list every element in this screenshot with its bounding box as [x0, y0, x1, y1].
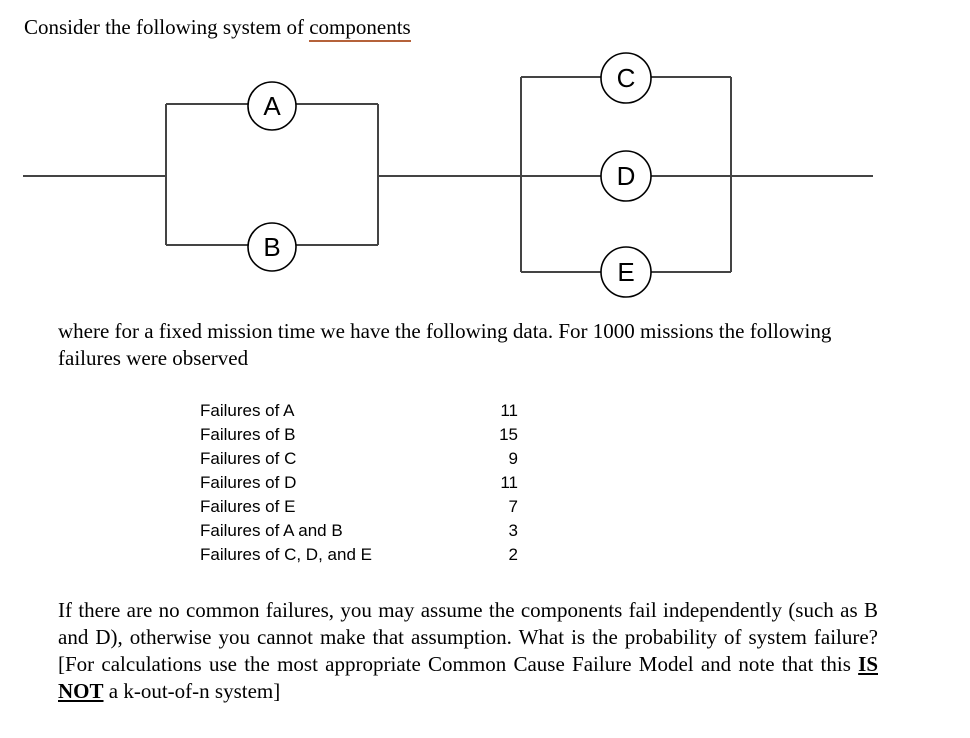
failure-label: Failures of C, D, and E	[200, 545, 372, 564]
component-label-e: E	[617, 257, 634, 287]
component-node-b-circle	[247, 222, 297, 272]
table-row: Failures of C 9	[200, 447, 518, 471]
question-paragraph: If there are no common failures, you may…	[58, 597, 878, 705]
failure-count: 2	[508, 545, 518, 564]
intro-text: Consider the following system of	[24, 15, 310, 39]
failures-table: Failures of A 11 Failures of B 15 Failur…	[200, 399, 518, 567]
failure-label: Failures of C	[200, 449, 297, 468]
failure-count: 3	[508, 521, 518, 540]
component-node-e-circle	[600, 246, 652, 298]
component-node-d-circle	[600, 150, 652, 202]
failure-label: Failures of A	[200, 401, 295, 420]
intro-line: Consider the following system of compone…	[24, 14, 411, 42]
table-row: Failures of A and B 3	[200, 519, 518, 543]
component-label-a: A	[263, 91, 281, 121]
table-row: Failures of C, D, and E 2	[200, 543, 518, 567]
failure-count: 11	[500, 401, 518, 420]
component-label-d: D	[617, 161, 636, 191]
failure-count: 15	[499, 425, 518, 444]
reliability-block-diagram: A B C D E	[0, 40, 970, 320]
component-node-c-circle	[600, 52, 652, 104]
failure-label: Failures of A and B	[200, 521, 343, 540]
failure-label: Failures of D	[200, 473, 297, 492]
failure-count: 9	[508, 449, 518, 468]
failure-count: 7	[508, 497, 518, 516]
where-paragraph: where for a fixed mission time we have t…	[58, 319, 832, 370]
table-row: Failures of D 11	[200, 471, 518, 495]
failure-label: Failures of B	[200, 425, 296, 444]
failure-count: 11	[500, 473, 518, 492]
question-text-part1: If there are no common failures, you may…	[58, 598, 878, 676]
component-label-c: C	[617, 63, 636, 93]
failure-label: Failures of E	[200, 497, 296, 516]
table-row: Failures of E 7	[200, 495, 518, 519]
component-node-a-circle	[247, 81, 297, 131]
failures-table-body: Failures of A 11 Failures of B 15 Failur…	[200, 399, 518, 567]
misspelled-word-components: components	[309, 15, 411, 42]
table-row: Failures of A 11	[200, 399, 518, 423]
question-emphasis-is-not: IS NOT	[58, 652, 878, 703]
question-text-part2: a k-out-of-n system]	[103, 679, 281, 703]
component-label-b: B	[263, 232, 280, 262]
table-row: Failures of B 15	[200, 423, 518, 447]
